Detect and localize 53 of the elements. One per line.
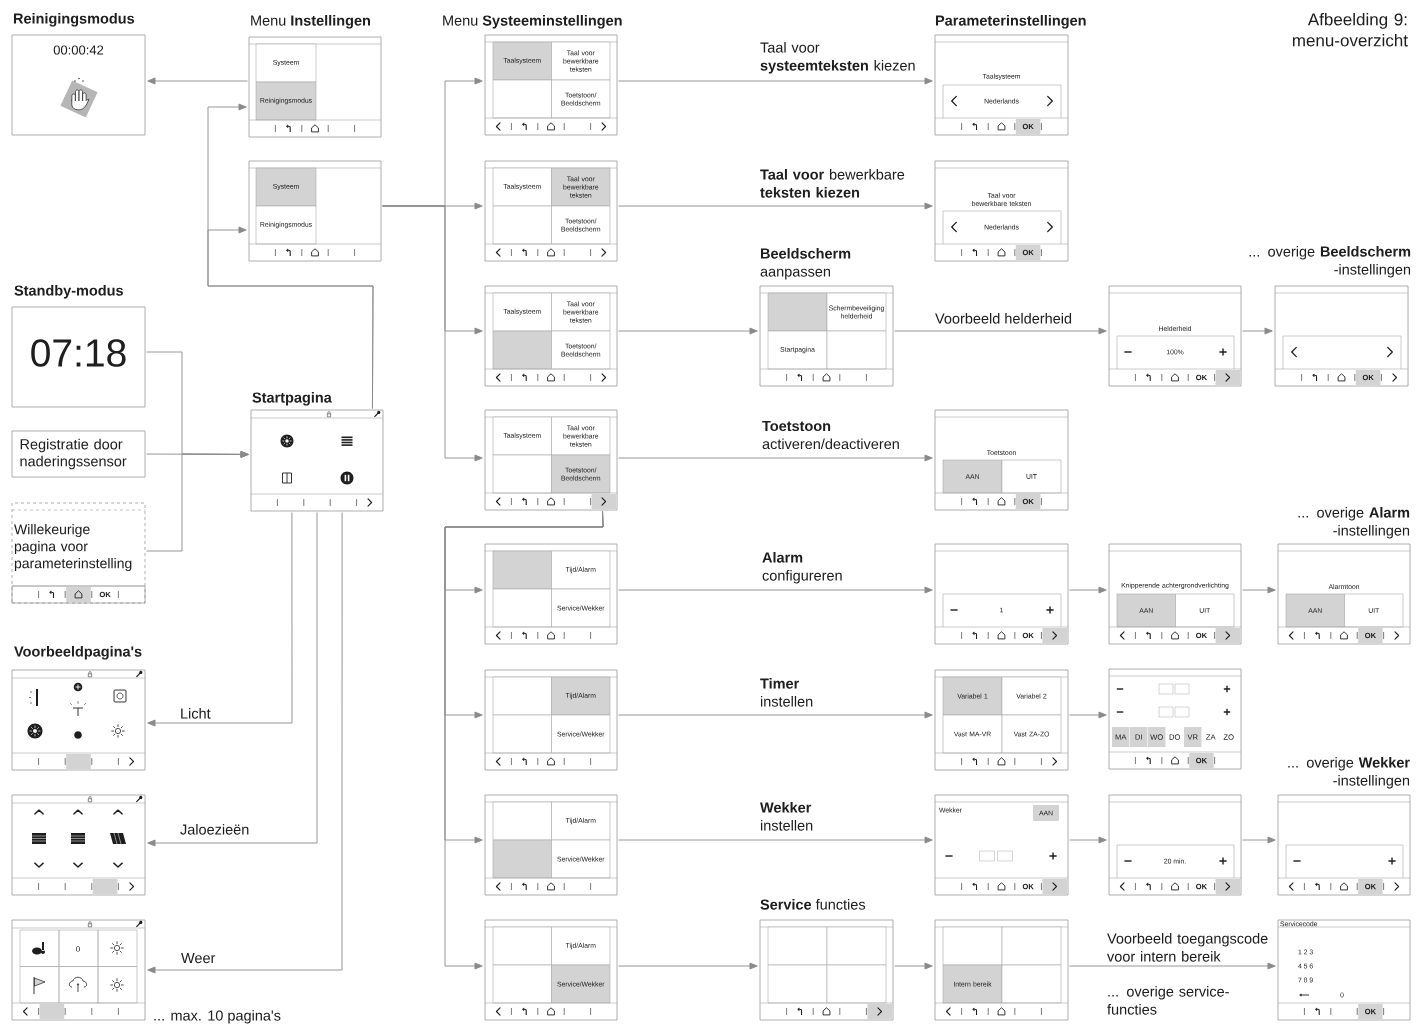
arrow (1242, 327, 1273, 335)
arrow (146, 451, 249, 552)
edge-label: Voorbeeld toegangscode voor intern bereik (1107, 933, 1268, 962)
arrow (1242, 836, 1276, 844)
edge-label: Taal voor bewerkbare teksten kiezen (760, 169, 905, 198)
note-text: ... overige service-functies (1107, 986, 1229, 1015)
arrow (618, 454, 933, 462)
arrow (618, 202, 933, 210)
arrow (618, 327, 758, 335)
arrow (618, 836, 933, 844)
edge-label: Toetstoon activeren/deactiveren (762, 421, 899, 450)
heading: Voorbeeldpagina's (14, 646, 142, 660)
text-box: Registratie door naderingssensor (11, 430, 146, 478)
arrow (1069, 962, 1276, 970)
arrow (147, 512, 318, 847)
note-text: ... max. 10 pagina's (154, 1010, 281, 1024)
heading: ... overige Beeldscherm -instellingen (1249, 246, 1411, 278)
figure-title: Afbeelding 9: menu-overzicht (1292, 13, 1408, 47)
arrow (618, 77, 933, 85)
edge-label: Timer instellen (760, 678, 813, 707)
arrow (1069, 711, 1107, 719)
edge-label: Jaloezieën (180, 824, 249, 835)
heading: ... overige Alarm -instellingen (1298, 507, 1410, 539)
clock-time: 07:18 (31, 339, 126, 367)
edge-label: Wekker instellen (760, 802, 813, 831)
arrow (147, 77, 248, 85)
value-text: 0 (76, 946, 80, 952)
arrow (147, 512, 293, 727)
arrow (894, 962, 933, 970)
arrow (147, 512, 343, 974)
edge-label: Weer (181, 953, 216, 964)
heading: Startpagina (252, 392, 332, 406)
arrow (444, 511, 604, 970)
heading: Reinigingsmodus (14, 13, 135, 27)
arrow (1069, 586, 1107, 594)
arrow (1242, 586, 1276, 594)
heading: Beeldscherm aanpassen (760, 248, 851, 280)
heading: ... overige Wekker -instellingen (1288, 757, 1410, 789)
arrow (382, 205, 483, 462)
edge-label: Voorbeeld helderheid (935, 313, 1072, 324)
edge-label: Taal voor systeemteksten kiezen (760, 42, 915, 74)
edge-label: Licht (181, 708, 211, 719)
arrow (618, 586, 933, 594)
timer-text: 00:00:42 (53, 45, 104, 55)
heading: Standby-modus (14, 285, 123, 299)
arrow (618, 711, 933, 719)
edge-label: Alarm configureren (762, 552, 842, 584)
placeholder-text: Willekeurige pagina voor parameterinstelling (14, 524, 132, 572)
arrow (207, 226, 374, 409)
arrow (1069, 836, 1107, 844)
arrow (618, 962, 758, 970)
arrow (894, 327, 1107, 335)
heading: Service functies (760, 899, 866, 910)
